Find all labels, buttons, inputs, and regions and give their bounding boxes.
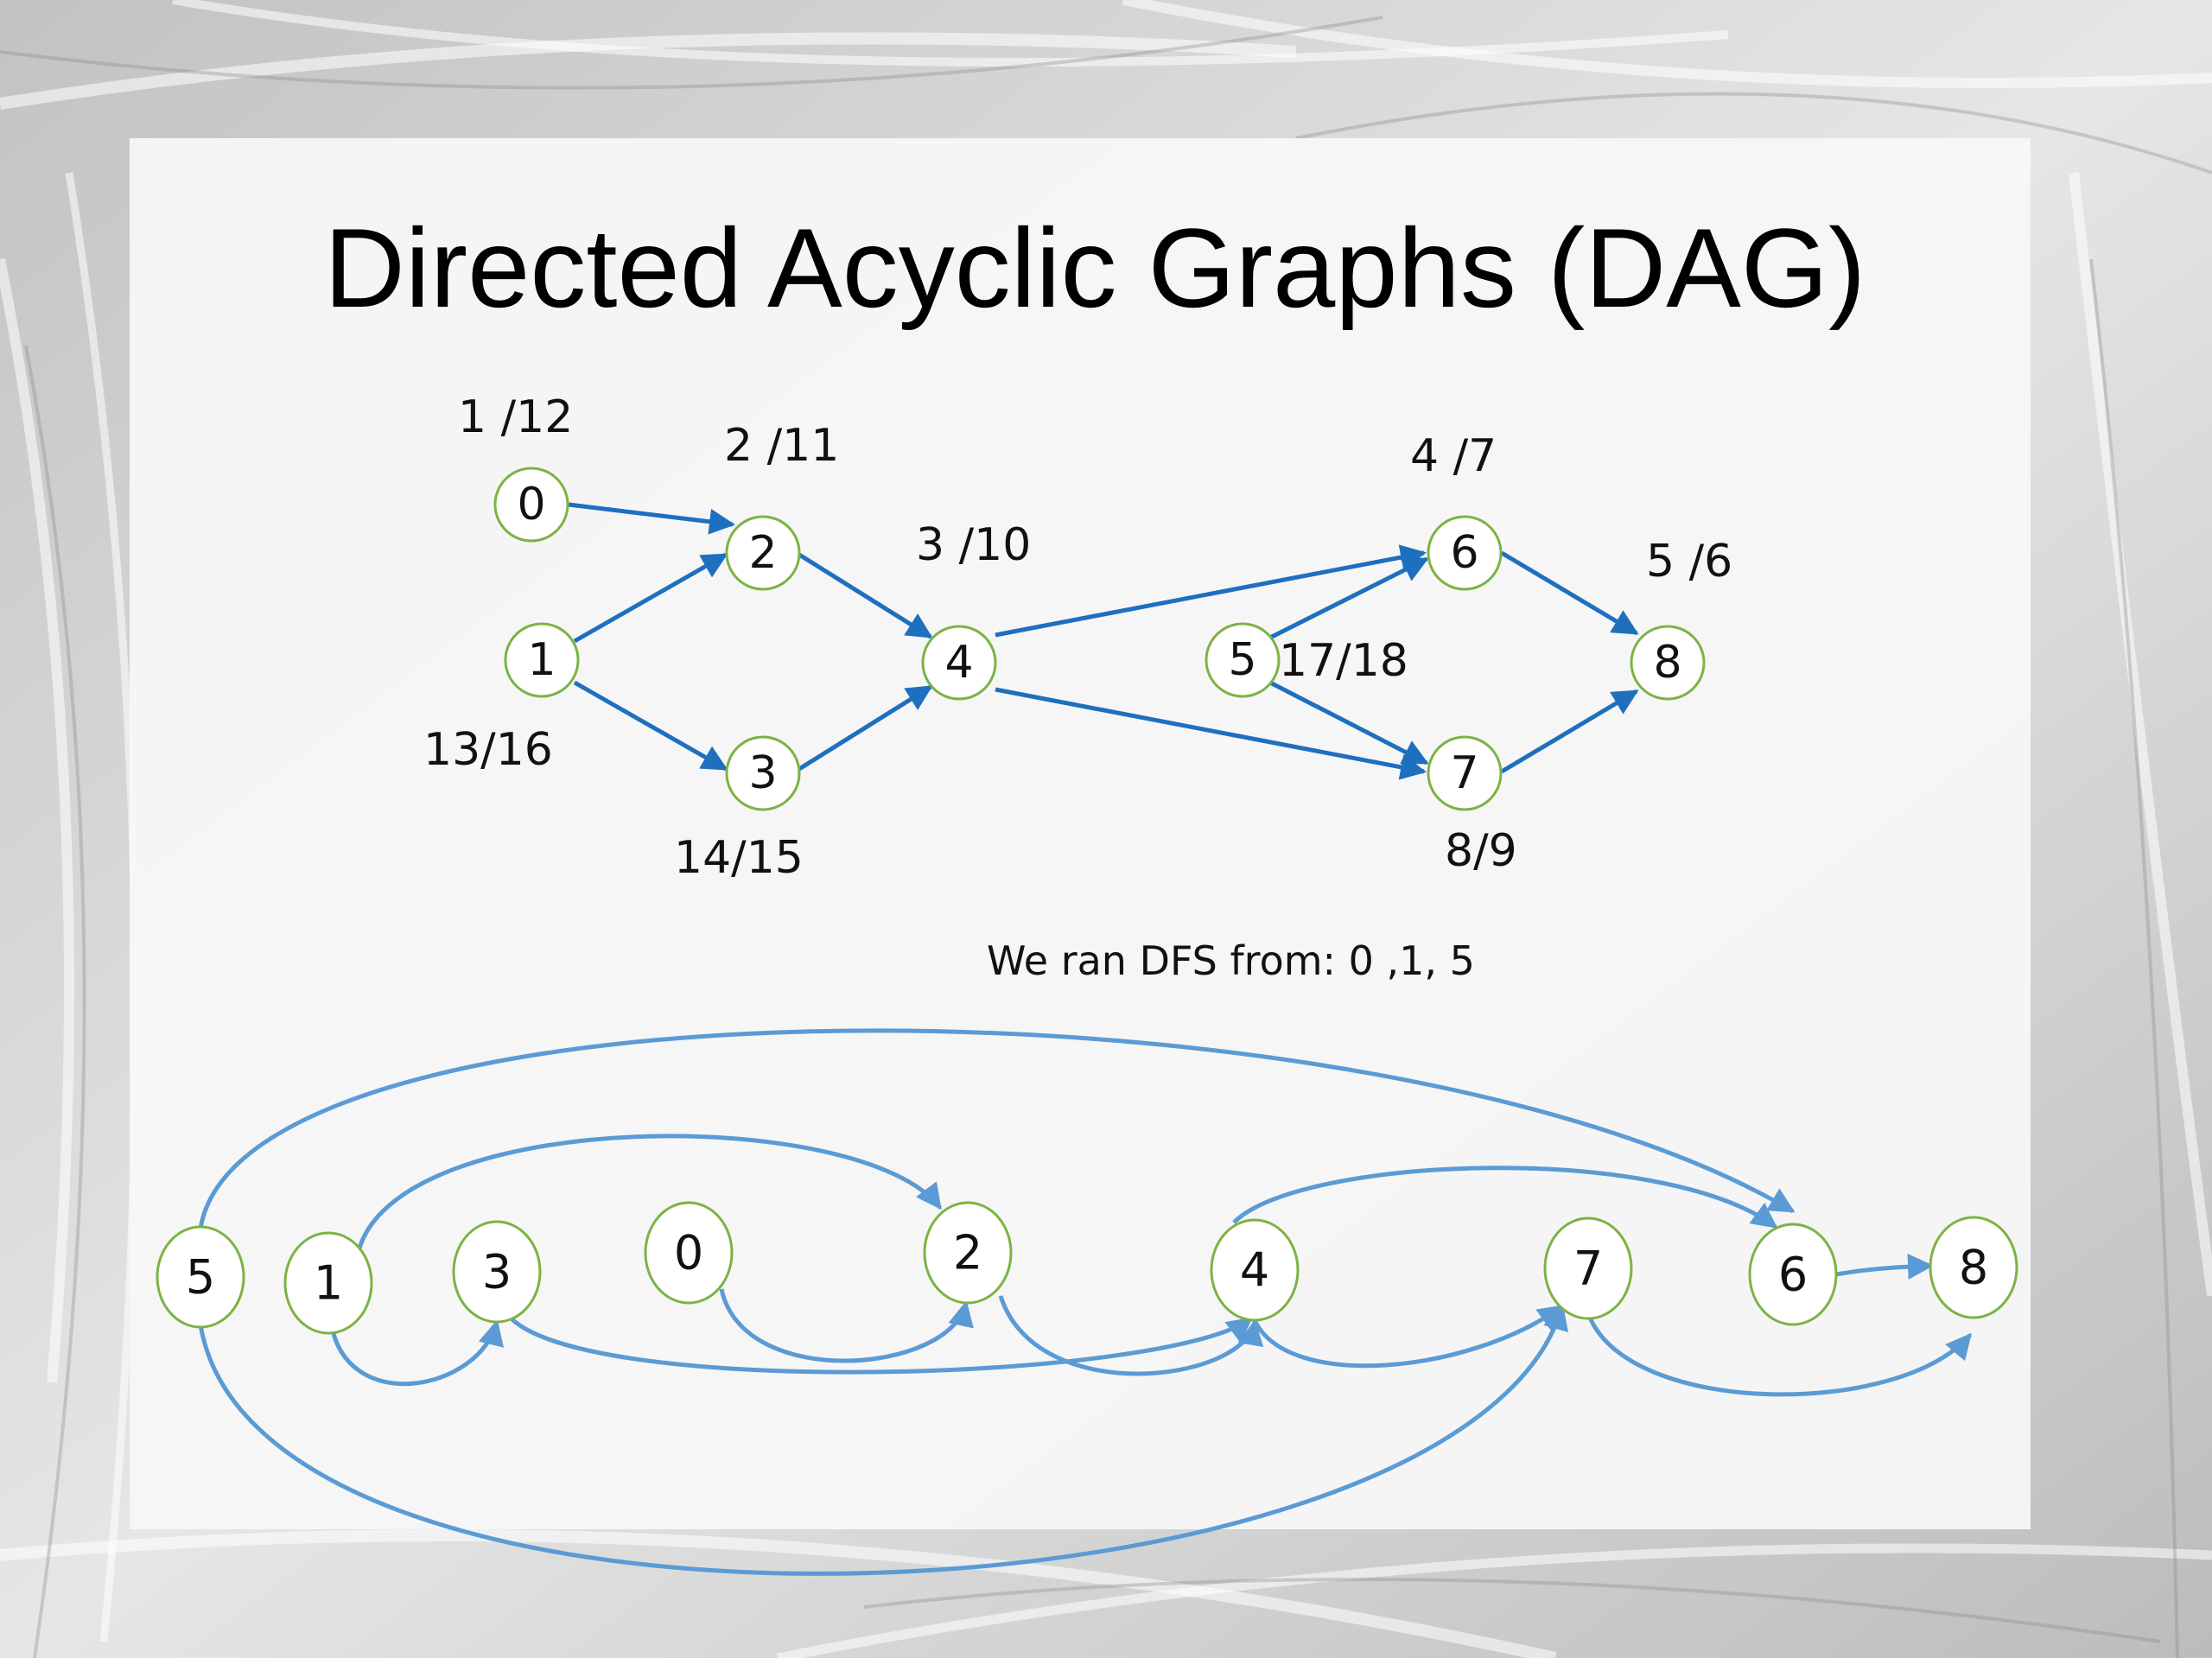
dfs-node-4: 4 [921,625,997,701]
dfs-node-5-label: 5 [1228,634,1256,686]
dfs-graph-nodes: 0 1 2 3 4 5 6 [493,467,1706,811]
edge-2-4 [798,552,933,639]
topo-edge-7-8 [1587,1316,1972,1397]
time-label-4: 3 /10 [916,519,1031,571]
topo-node-1-label: 1 [314,1256,343,1311]
dfs-node-5: 5 [1205,622,1281,698]
dfs-node-6: 6 [1427,515,1503,591]
edge-4-6 [995,544,1427,638]
time-label-5: 17/18 [1279,635,1408,687]
topo-node-5: 5 [156,1225,245,1329]
dfs-node-8: 8 [1630,625,1706,701]
dfs-node-0-label: 0 [517,479,545,530]
topo-edge-0-2 [719,1288,974,1363]
topo-node-3-label: 3 [482,1245,512,1299]
topo-order-nodes: 5 1 3 0 2 4 7 [156,1201,2018,1335]
dfs-node-2-label: 2 [748,527,777,579]
topo-edge-3-4 [503,1310,1254,1375]
topo-node-1: 1 [283,1231,373,1335]
dfs-node-2: 2 [725,515,801,591]
topo-node-4: 4 [1210,1218,1300,1322]
topo-edge-2-4 [998,1295,1264,1376]
topo-order-edges [198,1028,1972,1576]
topo-edge-1-3 [328,1319,504,1387]
time-label-6: 4 /7 [1410,430,1497,482]
edge-4-7 [995,687,1427,780]
dfs-node-6-label: 6 [1450,527,1478,579]
content-panel [130,138,2031,1529]
topo-node-2-label: 2 [953,1226,982,1280]
topo-node-7-label: 7 [1573,1242,1603,1296]
edge-0-2 [568,502,735,535]
dfs-node-3: 3 [725,735,801,811]
edge-6-8 [1500,550,1639,636]
dfs-caption: We ran DFS from: 0 ,1, 5 [987,937,1475,984]
dfs-node-1: 1 [504,622,580,698]
edge-3-4 [798,684,933,772]
slide-title: Directed Acyclic Graphs (DAG) [324,205,1866,331]
time-label-2: 2 /11 [724,420,839,472]
dfs-node-7-label: 7 [1450,747,1478,799]
edge-1-2 [573,552,728,644]
time-label-0: 1 /12 [458,391,573,443]
topo-node-5-label: 5 [186,1250,215,1305]
topo-edge-5-7 [198,1304,1568,1576]
dfs-node-0: 0 [493,467,569,543]
topo-edge-6-8 [1835,1253,1934,1280]
topo-node-6: 6 [1748,1223,1838,1326]
topo-edge-4-6 [1232,1166,1778,1229]
dfs-node-7: 7 [1427,735,1503,811]
topo-node-2: 2 [923,1201,1013,1305]
dfs-node-8-label: 8 [1653,637,1681,689]
dfs-time-labels: 1 /12 13/16 2 /11 14/15 3 /10 17/18 4 /7… [423,391,1732,884]
topo-edge-5-6 [198,1028,1796,1229]
topo-node-0-label: 0 [674,1226,703,1280]
edge-5-6 [1268,556,1429,640]
topo-edge-4-7 [1252,1304,1565,1369]
topo-edge-1-2 [356,1134,942,1252]
dfs-node-3-label: 3 [748,747,777,799]
topo-node-8: 8 [1929,1216,2018,1319]
edge-5-7 [1268,680,1429,765]
topo-node-7: 7 [1543,1217,1633,1320]
edge-7-8 [1500,689,1639,774]
edge-1-3 [573,680,728,772]
time-label-3: 14/15 [674,832,804,884]
topo-node-0: 0 [644,1201,734,1305]
topo-node-6-label: 6 [1778,1248,1808,1302]
time-label-1: 13/16 [423,724,553,776]
topo-node-4-label: 4 [1240,1243,1269,1298]
time-label-8: 5 /6 [1646,536,1732,588]
topo-node-3: 3 [452,1220,542,1324]
time-label-7: 8/9 [1445,825,1517,877]
dfs-node-1-label: 1 [527,634,556,686]
dfs-node-4-label: 4 [944,637,973,689]
topo-node-8-label: 8 [1959,1241,1988,1295]
dfs-graph-edges [568,502,1639,780]
